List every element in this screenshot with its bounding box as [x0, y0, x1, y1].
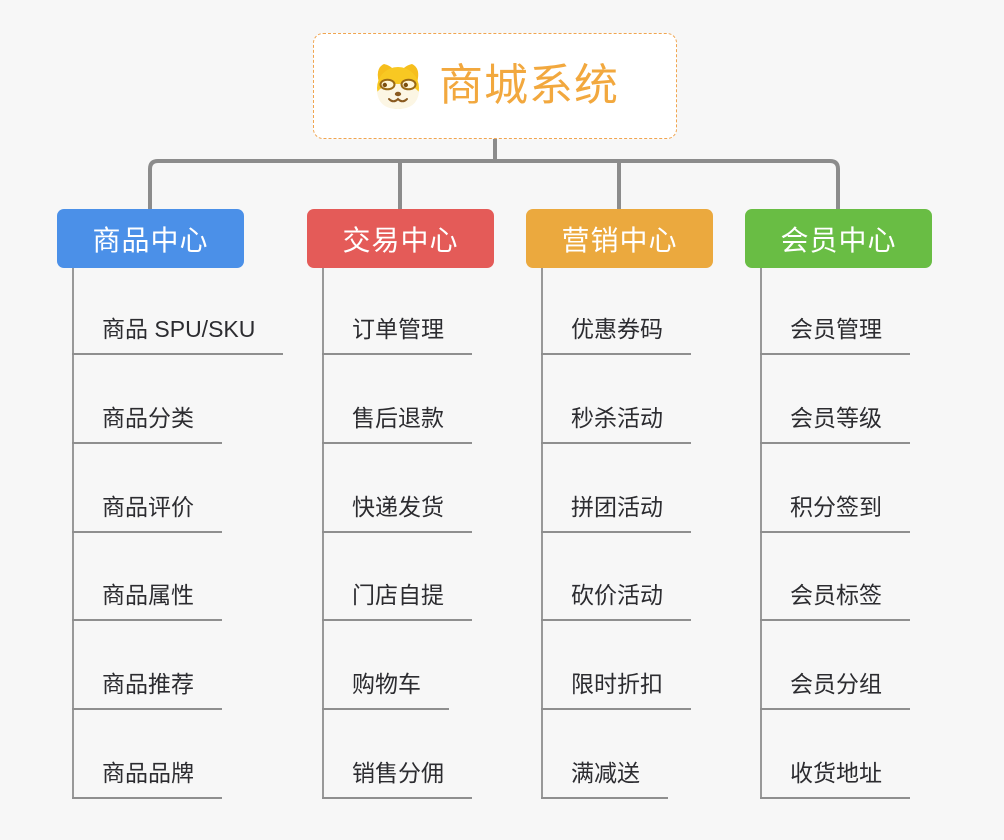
- leaf-label: 积分签到: [760, 491, 910, 533]
- leaf-node[interactable]: 订单管理: [322, 313, 472, 355]
- leaf-label: 会员等级: [760, 402, 910, 444]
- leaf-node[interactable]: 砍价活动: [541, 579, 691, 621]
- leaf-node[interactable]: 门店自提: [322, 579, 472, 621]
- leaf-node[interactable]: 销售分佣: [322, 757, 472, 799]
- leaf-label: 商品属性: [72, 579, 222, 621]
- branch-label: 营销中心: [561, 224, 678, 256]
- leaf-label: 拼团活动: [541, 491, 691, 533]
- leaf-label: 售后退款: [322, 402, 472, 444]
- leaf-label: 商品品牌: [72, 757, 222, 799]
- leaf-label: 秒杀活动: [541, 402, 691, 444]
- leaf-node[interactable]: 购物车: [322, 668, 449, 710]
- leaf-node[interactable]: 商品评价: [72, 491, 222, 533]
- branch-node-product[interactable]: 商品中心: [57, 209, 244, 268]
- root-node[interactable]: 商城系统: [313, 33, 677, 139]
- root-title: 商城系统: [439, 61, 619, 110]
- leaf-label: 优惠券码: [541, 313, 691, 355]
- leaf-node[interactable]: 收货地址: [760, 757, 910, 799]
- leaf-label: 会员标签: [760, 579, 910, 621]
- leaf-node[interactable]: 限时折扣: [541, 668, 691, 710]
- tree-outer-line: [148, 159, 840, 209]
- leaf-node[interactable]: 优惠券码: [541, 313, 691, 355]
- leaf-node[interactable]: 商品推荐: [72, 668, 222, 710]
- leaf-node[interactable]: 积分签到: [760, 491, 910, 533]
- leaf-node[interactable]: 商品 SPU/SKU: [72, 313, 284, 355]
- leaf-label: 收货地址: [760, 757, 910, 799]
- leaf-label: 会员管理: [760, 313, 910, 355]
- branch-label: 会员中心: [780, 224, 897, 256]
- leaf-node[interactable]: 会员管理: [760, 313, 910, 355]
- leaf-label: 砍价活动: [541, 579, 691, 621]
- leaf-node[interactable]: 会员标签: [760, 579, 910, 621]
- leaf-label: 商品推荐: [72, 668, 222, 710]
- branch-node-trade[interactable]: 交易中心: [307, 209, 494, 268]
- branch-label: 商品中心: [92, 224, 209, 256]
- leaf-node[interactable]: 会员分组: [760, 668, 910, 710]
- leaf-label: 订单管理: [322, 313, 472, 355]
- leaf-node[interactable]: 会员等级: [760, 402, 910, 444]
- branch-node-member[interactable]: 会员中心: [745, 209, 932, 268]
- leaf-label: 购物车: [322, 668, 449, 710]
- leaf-label: 商品 SPU/SKU: [72, 313, 284, 355]
- leaf-node[interactable]: 秒杀活动: [541, 402, 691, 444]
- leaf-label: 门店自提: [322, 579, 472, 621]
- leaf-node[interactable]: 商品属性: [72, 579, 222, 621]
- leaf-node[interactable]: 售后退款: [322, 402, 472, 444]
- branch-node-marketing[interactable]: 营销中心: [526, 209, 713, 268]
- leaf-label: 满减送: [541, 757, 668, 799]
- leaf-label: 限时折扣: [541, 668, 691, 710]
- leaf-node[interactable]: 拼团活动: [541, 491, 691, 533]
- leaf-node[interactable]: 商品品牌: [72, 757, 222, 799]
- leaf-label: 销售分佣: [322, 757, 472, 799]
- leaf-node[interactable]: 商品分类: [72, 402, 222, 444]
- leaf-label: 商品分类: [72, 402, 222, 444]
- leaf-label: 商品评价: [72, 491, 222, 533]
- shiba-dog-icon: [377, 64, 419, 109]
- leaf-label: 会员分组: [760, 668, 910, 710]
- leaf-node[interactable]: 满减送: [541, 757, 668, 799]
- leaf-label: 快递发货: [322, 491, 472, 533]
- leaf-node[interactable]: 快递发货: [322, 491, 472, 533]
- branch-label: 交易中心: [342, 224, 459, 256]
